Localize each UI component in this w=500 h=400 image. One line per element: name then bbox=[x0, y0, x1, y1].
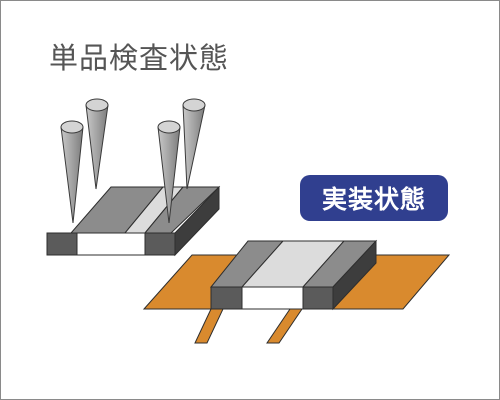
mounted-chip-right-side bbox=[332, 239, 377, 311]
copper-trace-right-lead bbox=[266, 308, 303, 344]
chip-front-body bbox=[76, 232, 146, 256]
mounted-chip-front-body bbox=[241, 286, 304, 310]
mounted-chip-front-right-electrode bbox=[302, 286, 334, 310]
mounted-state-badge: 実装状態 bbox=[300, 175, 448, 221]
chip-front-right-electrode bbox=[144, 232, 176, 256]
probe-needle-icon bbox=[157, 120, 181, 224]
mounted-chip bbox=[209, 239, 378, 311]
chip-right-side bbox=[174, 185, 220, 257]
mounted-state-label: 実装状態 bbox=[321, 185, 426, 214]
copper-trace-left-lead bbox=[194, 308, 224, 344]
probe-needle-icon bbox=[60, 120, 84, 224]
probe-needle-icon bbox=[85, 98, 109, 190]
standalone-chip bbox=[46, 185, 221, 257]
chip-front-left-electrode bbox=[46, 232, 78, 256]
probe-set bbox=[60, 98, 206, 224]
standalone-inspection-title: 単品検査状態 bbox=[49, 41, 230, 75]
mounted-chip-front-left-electrode bbox=[210, 286, 243, 310]
probe-needle-icon bbox=[182, 98, 206, 190]
